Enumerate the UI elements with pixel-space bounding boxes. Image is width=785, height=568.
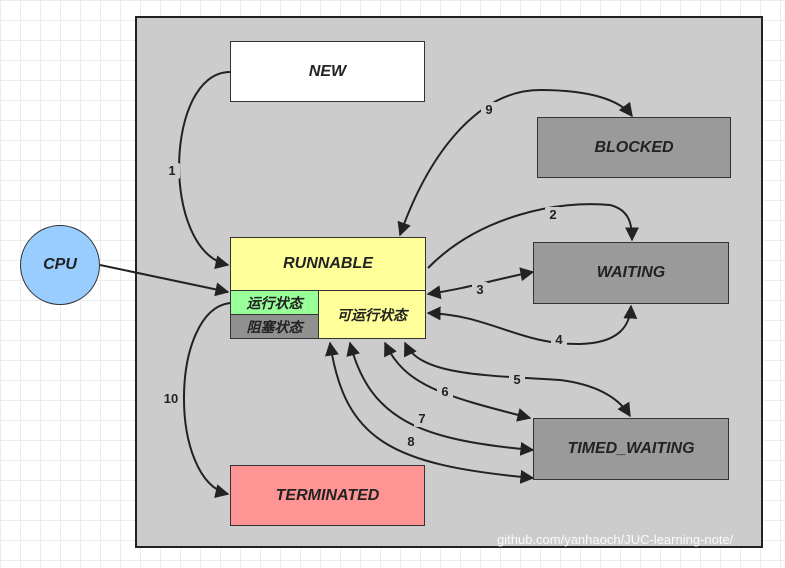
substate-blocked: 阻塞状态	[230, 314, 319, 339]
substate-runnable: 可运行状态	[318, 290, 426, 339]
cpu-node: CPU	[20, 225, 100, 305]
edge-9	[397, 88, 633, 237]
edge-label-2: 2	[545, 207, 561, 223]
cpu-edge	[99, 264, 230, 297]
state-runnable: RUNNABLE	[230, 237, 426, 291]
edge-label-9: 9	[481, 102, 497, 118]
state-new: NEW	[230, 41, 425, 102]
edge-label-5: 5	[509, 372, 525, 388]
edge-4	[426, 304, 638, 346]
watermark-text: github.com/yanhaoch/JUC-learning-note/	[497, 532, 734, 547]
edge-label-7: 7	[414, 411, 430, 427]
edge-1	[178, 71, 231, 270]
edge-label-3: 3	[472, 282, 488, 298]
edge-label-10: 10	[160, 391, 182, 407]
state-timed-waiting: TIMED_WAITING	[533, 418, 729, 480]
edge-8	[325, 341, 535, 484]
edge-label-8: 8	[403, 434, 419, 450]
state-blocked: BLOCKED	[537, 117, 731, 178]
edge-2	[427, 203, 639, 269]
state-terminated: TERMINATED	[230, 465, 425, 526]
state-waiting: WAITING	[533, 242, 729, 304]
edge-label-1: 1	[164, 163, 180, 179]
substate-running: 运行状态	[230, 290, 319, 315]
edge-label-6: 6	[437, 384, 453, 400]
edge-label-4: 4	[551, 332, 567, 348]
edge-10	[183, 302, 231, 498]
